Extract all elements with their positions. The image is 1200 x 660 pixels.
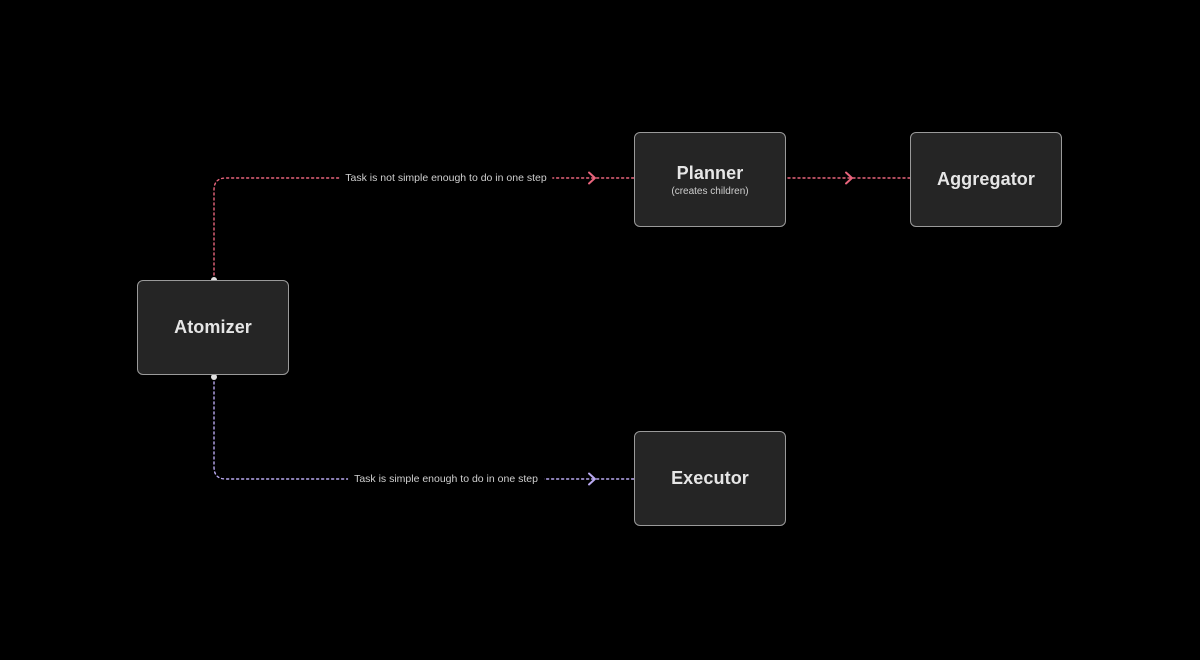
arrowhead-executor-icon [588, 472, 596, 486]
aggregator-title: Aggregator [936, 169, 1035, 189]
atomizer-title: Atomizer [174, 317, 252, 337]
planner-subtitle: (creates children) [671, 185, 749, 197]
planner-title: Planner [676, 162, 744, 183]
edge-atomizer-to-executor [213, 376, 635, 480]
executor-title: Executor [671, 468, 749, 488]
edge-atomizer-to-planner [213, 177, 635, 281]
aggregator-node: Aggregator [910, 132, 1062, 227]
atomizer-node: Atomizer [137, 280, 289, 375]
arrowhead-planner-icon [588, 171, 596, 185]
arrowhead-aggregator-icon [845, 171, 853, 185]
planner-node: Planner (creates children) [634, 132, 786, 227]
edge-label-simple: Task is simple enough to do in one step [348, 473, 544, 485]
atomizer-bottom-port-dot [211, 374, 217, 380]
executor-node: Executor [634, 431, 786, 526]
edge-label-not-simple: Task is not simple enough to do in one s… [339, 172, 553, 184]
